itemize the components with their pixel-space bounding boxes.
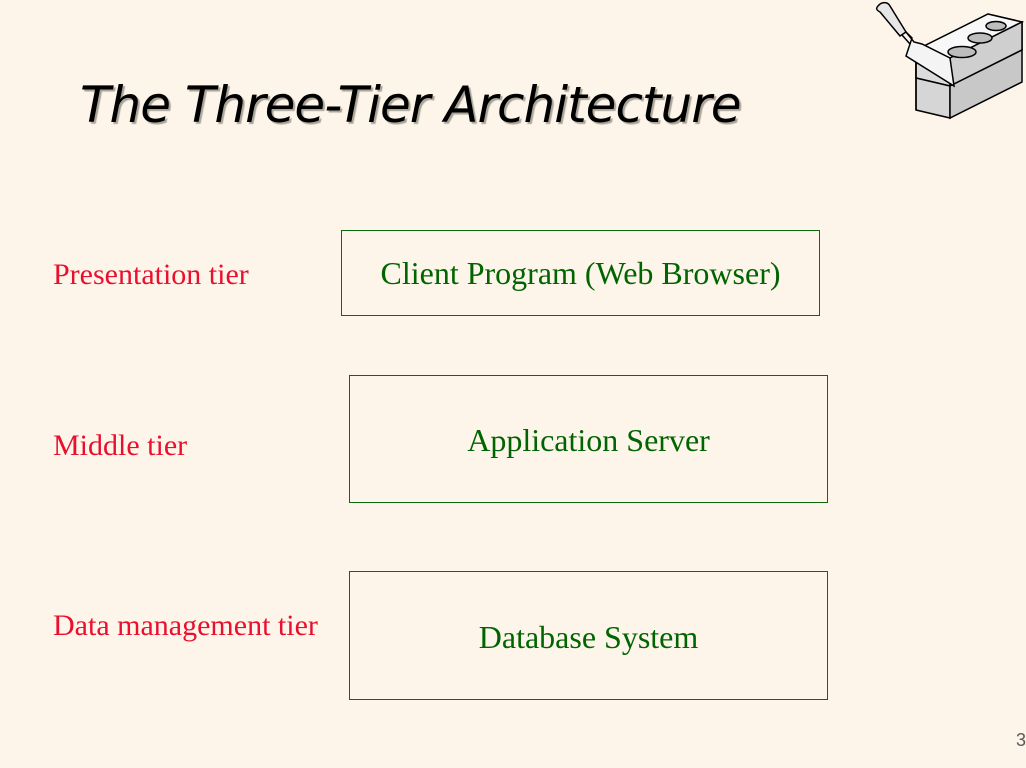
presentation-tier-label: Presentation tier	[53, 258, 249, 291]
middle-tier-label: Middle tier	[53, 429, 188, 462]
brick-and-trowel-icon	[875, 1, 1025, 120]
slide-title: The Three-Tier Architecture	[80, 76, 742, 134]
application-server-text: Application Server	[467, 422, 710, 458]
database-system-text: Database System	[478, 619, 699, 655]
database-system-box: Database System	[349, 571, 828, 700]
client-program-box: Client Program (Web Browser)	[341, 230, 820, 316]
slide-number: 3	[1016, 730, 1026, 750]
application-server-box: Application Server	[349, 375, 828, 503]
client-program-text: Client Program (Web Browser)	[380, 254, 781, 291]
data-management-tier-label: Data management tier	[53, 609, 318, 642]
